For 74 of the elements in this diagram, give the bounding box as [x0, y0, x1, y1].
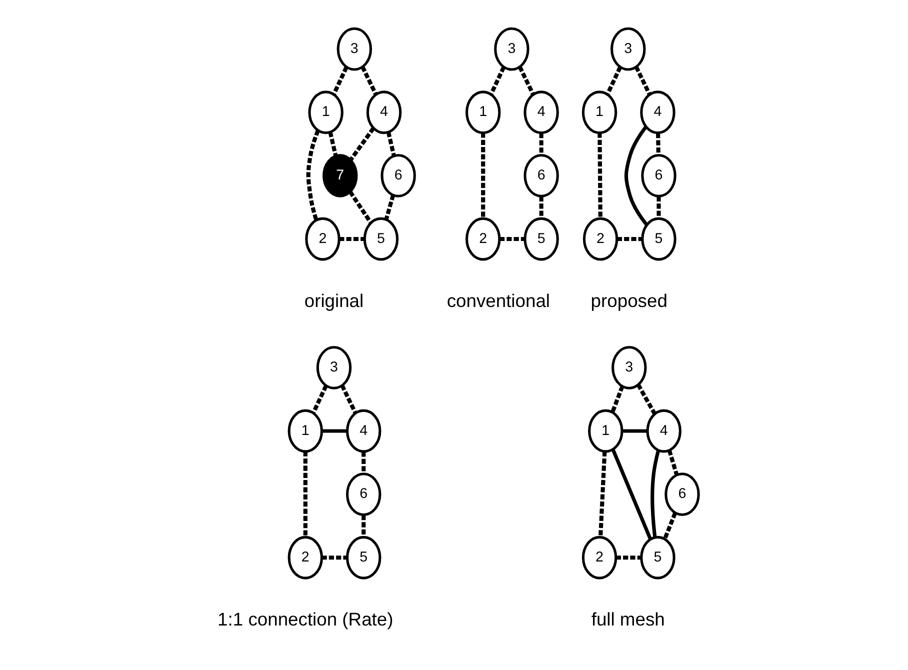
node-ellipse: 6	[346, 472, 381, 516]
connector	[598, 451, 606, 537]
label: original	[304, 290, 364, 311]
connector	[488, 66, 506, 96]
connector	[348, 127, 375, 162]
connector	[636, 384, 656, 415]
node-ellipse: 4	[523, 90, 558, 134]
node-ellipse: 3	[336, 27, 372, 71]
connector	[338, 236, 364, 242]
connector	[610, 386, 624, 413]
connector	[656, 196, 660, 218]
node-ellipse: 1	[308, 90, 343, 134]
connector	[616, 236, 642, 242]
node-ellipse: 1	[464, 90, 500, 134]
connector	[610, 448, 652, 540]
connector	[321, 556, 347, 560]
connector	[624, 126, 648, 226]
connector	[615, 556, 641, 560]
node-ellipse: 5	[640, 217, 676, 261]
node-ellipse: 4	[346, 409, 381, 453]
node-ellipse: 5	[523, 217, 558, 261]
connector	[328, 132, 338, 156]
node-ellipse: 6	[640, 154, 676, 198]
connector	[634, 66, 651, 96]
node-ellipse: 5	[362, 217, 398, 261]
node-ellipse: 3	[494, 27, 529, 71]
connector	[361, 515, 366, 537]
connector	[498, 236, 524, 242]
connector	[517, 66, 534, 96]
node-ellipse: 5	[640, 536, 675, 580]
connector	[361, 452, 366, 474]
connector	[302, 451, 307, 537]
node-ellipse: 4	[646, 409, 681, 453]
connector	[360, 66, 378, 96]
connector	[384, 194, 395, 220]
node-ellipse: 2	[582, 217, 618, 261]
connector	[321, 429, 347, 433]
connector	[650, 450, 660, 538]
connector	[386, 132, 396, 156]
node-ellipse: 2	[581, 536, 617, 580]
connector	[340, 384, 357, 414]
node-ellipse: 6	[380, 154, 416, 198]
node-ellipse: 3	[610, 27, 646, 71]
connector	[622, 429, 648, 433]
connector	[331, 66, 348, 96]
connector	[306, 130, 320, 220]
node-ellipse: 1	[287, 409, 323, 453]
node-ellipse: 1	[581, 90, 617, 134]
node-ellipse: 6	[664, 472, 700, 516]
node-ellipse: 5	[346, 536, 381, 580]
node-ellipse: 3	[611, 346, 646, 390]
connector	[656, 133, 660, 156]
node-ellipse: 2	[304, 217, 340, 261]
label: proposed	[590, 290, 667, 311]
connector	[597, 132, 602, 218]
node-ellipse: 4	[640, 90, 675, 134]
connector	[662, 512, 677, 540]
connector	[310, 384, 328, 414]
node-ellipse: 2	[464, 217, 500, 261]
connector	[348, 190, 372, 224]
label: 1:1 connection (Rate)	[217, 608, 393, 630]
node-ellipse: 7	[322, 154, 358, 198]
node-ellipse: 4	[366, 90, 402, 134]
node-ellipse: 2	[287, 536, 323, 580]
label: conventional	[446, 290, 550, 311]
connector	[538, 196, 543, 218]
label: full mesh	[590, 608, 664, 630]
connector	[538, 133, 543, 155]
node-ellipse: 6	[523, 154, 558, 198]
connector	[480, 132, 485, 218]
node-ellipse: 3	[316, 346, 352, 390]
connector	[666, 450, 678, 476]
connector	[605, 66, 622, 96]
node-ellipse: 1	[588, 409, 623, 453]
